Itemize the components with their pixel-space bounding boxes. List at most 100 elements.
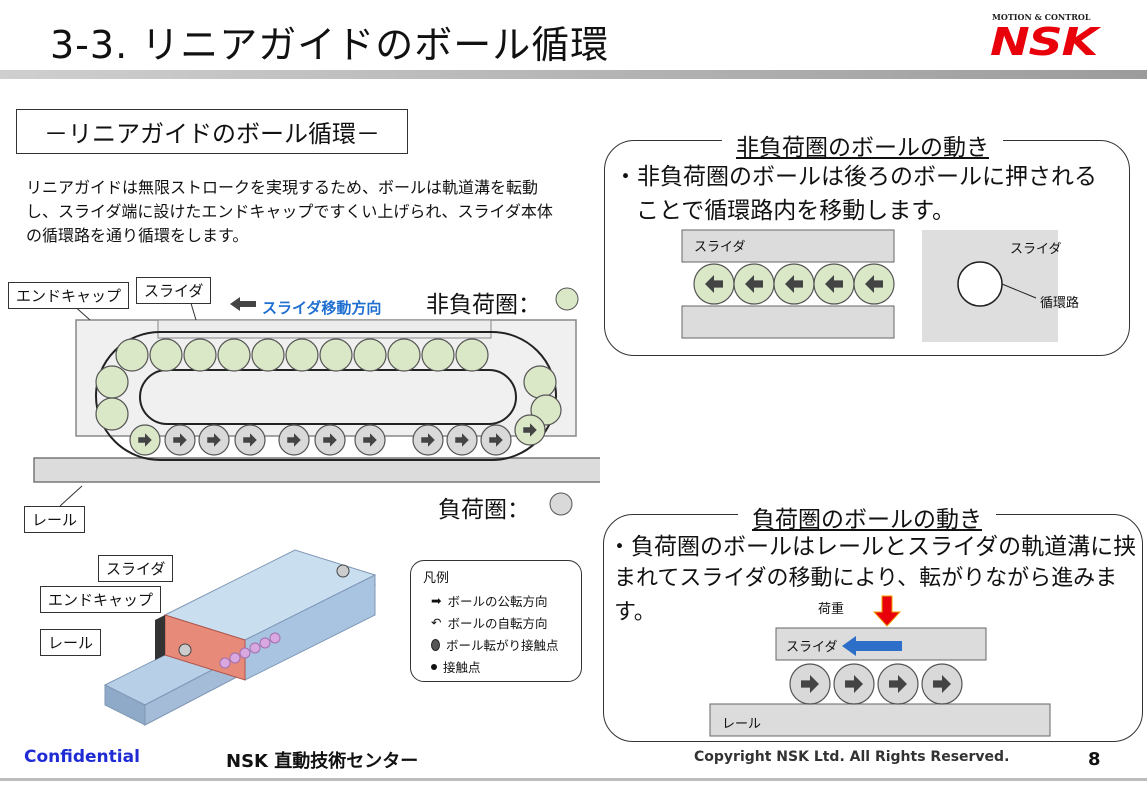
non-load-ball-legend-swatch [555, 287, 579, 311]
slider-move-arrow-head [842, 636, 856, 656]
arrow-icon [207, 433, 221, 447]
load-label: 荷重 [818, 602, 845, 617]
arrow-right-icon: ➡ [431, 593, 442, 608]
load-zone-label: 負荷圏： [438, 497, 530, 523]
load-panel-text-2: まれてスライダの移動により、転がりながら進みます。 [614, 566, 1118, 625]
non-load-panel-text-2: ことで循環路内を移動します。 [636, 198, 956, 224]
circulation-path-outer [95, 331, 557, 461]
arrow-icon [287, 433, 301, 447]
linear-guide-3d-illustration [103, 549, 377, 726]
non-load-ball [455, 338, 489, 372]
center-name: NSK 直動技術センター [226, 751, 419, 772]
arrow-icon [455, 433, 469, 447]
arrow-icon [173, 433, 187, 447]
non-load-ball-row [95, 338, 562, 431]
legend-item-rolling-contact: ボール転がり接触点 [431, 635, 559, 654]
arrow-icon [801, 675, 819, 693]
arrow-icon [243, 433, 257, 447]
non-load-ball-illustration [681, 229, 1058, 342]
non-load-slider-label: スライダ [694, 240, 746, 255]
curved-arrow-icon: ↶ [431, 615, 442, 630]
rail-label: レール [24, 506, 86, 533]
legend-item-contact: 接触点 [431, 657, 481, 676]
page-number: 8 [1088, 749, 1101, 770]
non-load-zone-label: 非負荷圏： [426, 292, 541, 318]
non-load-ball [251, 338, 285, 372]
legend-item-revolution: ➡ ボールの公転方向 [431, 593, 548, 609]
header-divider [0, 70, 1147, 79]
load-rail-label: レール [722, 717, 762, 732]
slider-label: スライダ [136, 277, 212, 304]
iso-slider-label: スライダ [98, 555, 174, 582]
page-title: 3-3. リニアガイドのボール循環 [50, 23, 610, 67]
nsk-logo: NSK [990, 20, 1098, 64]
iso-rail-label: レール [40, 629, 102, 656]
arrow-icon [363, 433, 377, 447]
path-label: 循環路 [1040, 296, 1080, 311]
load-ball-row [129, 414, 546, 456]
arrow-icon [421, 433, 435, 447]
bolt-hole [336, 564, 350, 578]
non-load-slider-bar [681, 229, 895, 263]
path-cross-section-ball [957, 261, 1003, 307]
logo-tagline: MOTION & CONTROL [992, 12, 1091, 22]
arrow-icon [825, 275, 843, 293]
arrow-icon [889, 675, 907, 693]
arrow-icon [323, 433, 337, 447]
load-ball-illustration [709, 595, 1051, 737]
move-direction-label: スライダ移動方向 [262, 299, 382, 317]
arrow-icon [138, 433, 152, 447]
non-load-panel-text-1: ・非負荷圏のボールは後ろのボールに押される [614, 164, 1097, 190]
copyright-text: Copyright NSK Ltd. All Rights Reserved. [694, 749, 1010, 765]
non-load-ball [421, 338, 455, 372]
non-load-ball [115, 338, 149, 372]
arrow-icon [745, 275, 763, 293]
circulation-path-inner [139, 369, 517, 425]
non-load-ball [183, 338, 217, 372]
non-load-ball [387, 338, 421, 372]
ball-circulation-diagram [33, 287, 600, 516]
legend-title: 凡例 [423, 571, 450, 586]
load-ball-row [789, 663, 963, 705]
non-load-rail-bar [681, 305, 895, 339]
load-panel-heading: 負荷圏のボールの動き [738, 500, 996, 534]
path-slider-label: スライダ [1010, 242, 1062, 257]
iso-endcap-label: エンドキャップ [40, 586, 162, 613]
non-load-ball [149, 338, 183, 372]
load-ball-legend-swatch [549, 492, 573, 516]
endcap-face [155, 615, 165, 660]
path-leader-line [1001, 283, 1037, 299]
legend-box: 凡例 ➡ ボールの公転方向 ↶ ボールの自転方向 ボール転がり接触点 接触点 [410, 560, 582, 682]
confidential-label: Confidential [24, 747, 140, 767]
arrow-icon [489, 433, 503, 447]
non-load-ball [95, 397, 129, 431]
non-load-ball [95, 365, 129, 399]
non-load-ball-row [693, 263, 895, 305]
non-load-panel-heading: 非負荷圏のボールの動き [722, 128, 1003, 162]
arrow-icon [845, 675, 863, 693]
arrow-icon [933, 675, 951, 693]
load-arrow [872, 595, 902, 627]
footer-divider [0, 778, 1147, 781]
legend-item-rotation: ↶ ボールの自転方向 [431, 615, 548, 631]
arrow-icon [705, 275, 723, 293]
rail-leader-line [59, 485, 83, 507]
load-panel-text-1: ・負荷圏のボールはレールとスライダの軌道溝に挟 [608, 534, 1137, 560]
non-load-ball [523, 365, 557, 399]
slider-top [157, 319, 492, 339]
dot-contact-icon [431, 663, 437, 670]
non-load-ball [285, 338, 319, 372]
endcap-label: エンドキャップ [8, 282, 130, 309]
non-load-ball [353, 338, 387, 372]
section-subtitle: －リニアガイドのボール循環－ [16, 109, 408, 154]
non-load-ball [319, 338, 353, 372]
non-load-ball [217, 338, 251, 372]
oval-contact-icon [431, 638, 440, 651]
bolt-hole [178, 643, 192, 657]
load-rail-bar [709, 703, 1051, 737]
arrow-icon [523, 423, 537, 437]
arrow-icon [785, 275, 803, 293]
load-slider-label: スライダ [786, 640, 838, 655]
section-description: リニアガイドは無限ストロークを実現するため、ボールは軌道溝を転動し、スライダ端に… [26, 178, 553, 245]
ball-chain [219, 632, 281, 669]
